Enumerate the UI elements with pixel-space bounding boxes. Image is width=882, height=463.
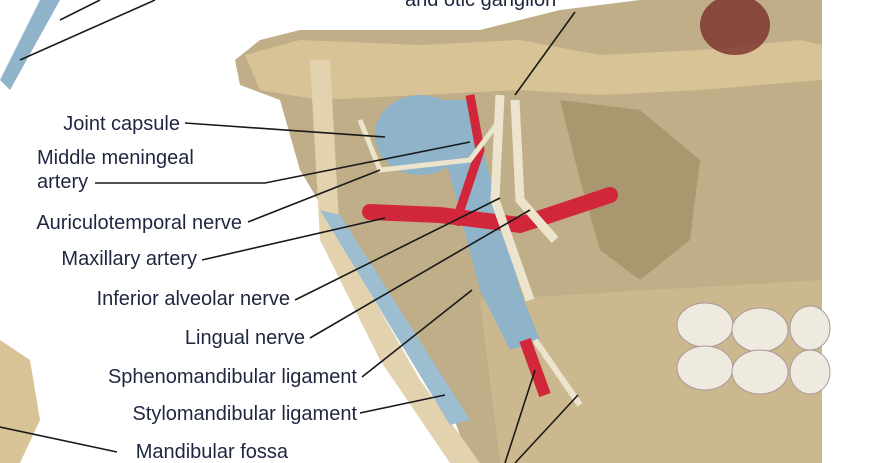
label-sphenomandibular-ligament: Sphenomandibular ligament — [108, 366, 357, 388]
pterygoid-plate — [560, 100, 700, 280]
stylomandibular-ligament-shape — [320, 210, 470, 425]
label-middle-meningeal: Middle meningeal — [37, 147, 194, 169]
label-artery: artery — [37, 171, 88, 193]
label-otic-ganglion: and otic ganglion — [405, 0, 556, 11]
label-joint-capsule: Joint capsule — [63, 113, 180, 135]
label-mandibular-fossa: Mandibular fossa — [136, 441, 289, 463]
bone-fragment — [0, 340, 40, 463]
ligament-fragment — [0, 0, 60, 90]
ear-canal — [700, 0, 770, 55]
mandible-ramus — [310, 60, 480, 463]
teeth — [676, 302, 831, 395]
label-maxillary-artery: Maxillary artery — [61, 248, 197, 270]
label-lingual-nerve: Lingual nerve — [185, 327, 305, 349]
label-inferior-alveolar-nerve: Inferior alveolar nerve — [97, 288, 290, 310]
leader-lines — [0, 0, 579, 463]
label-auriculotemporal-nerve: Auriculotemporal nerve — [36, 212, 242, 234]
label-stylomandibular-ligament: Stylomandibular ligament — [132, 403, 357, 425]
